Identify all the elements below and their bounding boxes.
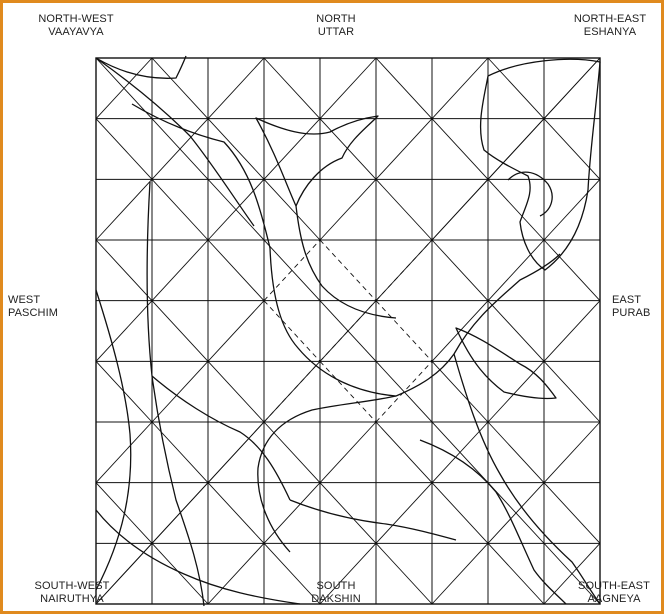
cell-diagonal xyxy=(488,543,544,604)
cell-diagonal xyxy=(152,361,208,422)
label-west-english: WEST xyxy=(8,294,78,307)
mandala-diagonals xyxy=(96,58,600,604)
cell-diagonal xyxy=(376,179,432,240)
cell-diagonal xyxy=(488,422,544,483)
label-north-east-sanskrit: ESHANYA xyxy=(560,26,660,39)
cell-diagonal xyxy=(376,422,432,483)
cell-diagonal xyxy=(152,301,208,362)
cell-diagonal xyxy=(152,179,208,240)
cell-diagonal xyxy=(320,119,376,180)
cell-diagonal xyxy=(544,179,600,240)
cell-diagonal xyxy=(544,483,600,544)
cell-diagonal xyxy=(432,301,488,362)
center-dashed-diagonal xyxy=(264,301,320,362)
label-south-english: SOUTH xyxy=(296,580,376,593)
cell-diagonal xyxy=(152,58,208,119)
label-west-sanskrit: PASCHIM xyxy=(8,307,78,320)
cell-diagonal xyxy=(208,483,264,544)
cell-diagonal xyxy=(376,58,432,119)
label-north: NORTH UTTAR xyxy=(296,13,376,39)
label-north-west: NORTH-WEST VAAYAVYA xyxy=(26,13,126,39)
cell-diagonal xyxy=(544,361,600,422)
cell-diagonal xyxy=(488,240,544,301)
label-east-sanskrit: PURAB xyxy=(612,307,660,320)
cell-diagonal xyxy=(376,543,432,604)
cell-diagonal xyxy=(432,240,488,301)
center-dashed-diagonal xyxy=(376,301,432,362)
label-south-east-english: SOUTH-EAST xyxy=(568,580,660,593)
cell-diagonal xyxy=(264,58,320,119)
cell-diagonal xyxy=(208,58,264,119)
label-north-sanskrit: UTTAR xyxy=(296,26,376,39)
cell-diagonal xyxy=(376,483,432,544)
label-north-west-english: NORTH-WEST xyxy=(26,13,126,26)
cell-diagonal xyxy=(544,422,600,483)
label-south-east-sanskrit: AAGNEYA xyxy=(568,593,660,606)
cell-diagonal xyxy=(488,58,544,119)
label-south: SOUTH DAKSHIN xyxy=(296,580,376,606)
cell-diagonal xyxy=(208,301,264,362)
cell-diagonal xyxy=(432,119,488,180)
figure-waist xyxy=(258,396,396,552)
cell-diagonal xyxy=(208,240,264,301)
cell-diagonal xyxy=(152,240,208,301)
cell-diagonal xyxy=(96,240,152,301)
label-north-east: NORTH-EAST ESHANYA xyxy=(560,13,660,39)
cell-diagonal xyxy=(432,58,488,119)
cell-diagonal xyxy=(96,119,152,180)
cell-diagonal xyxy=(208,119,264,180)
cell-diagonal xyxy=(488,301,544,362)
figure-sole xyxy=(290,500,456,540)
cell-diagonal xyxy=(376,119,432,180)
figure-head-outline xyxy=(481,59,600,270)
cell-diagonal xyxy=(96,301,152,362)
cell-diagonal xyxy=(320,179,376,240)
cell-diagonal xyxy=(432,361,488,422)
label-east: EAST PURAB xyxy=(612,294,660,320)
cell-diagonal xyxy=(544,301,600,362)
cell-diagonal xyxy=(208,543,264,604)
label-south-west-sanskrit: NAIRUTHYA xyxy=(22,593,122,606)
label-south-sanskrit: DAKSHIN xyxy=(296,593,376,606)
label-north-east-english: NORTH-EAST xyxy=(560,13,660,26)
label-east-english: EAST xyxy=(612,294,660,307)
label-west: WEST PASCHIM xyxy=(8,294,78,320)
label-north-west-sanskrit: VAAYAVYA xyxy=(26,26,126,39)
cell-diagonal xyxy=(208,361,264,422)
cell-diagonal xyxy=(96,179,152,240)
cell-diagonal xyxy=(264,483,320,544)
cell-diagonal xyxy=(264,422,320,483)
cell-diagonal xyxy=(320,422,376,483)
label-south-west-english: SOUTH-WEST xyxy=(22,580,122,593)
cell-diagonal xyxy=(264,179,320,240)
cell-diagonal xyxy=(152,543,208,604)
cell-diagonal xyxy=(432,543,488,604)
cell-diagonal xyxy=(320,58,376,119)
figure-left-thigh xyxy=(96,290,131,590)
cell-diagonal xyxy=(488,179,544,240)
cell-diagonal xyxy=(544,240,600,301)
cell-diagonal xyxy=(264,119,320,180)
figure-hand xyxy=(256,116,378,206)
figure-right-hand xyxy=(456,328,556,399)
cell-diagonal xyxy=(432,483,488,544)
figure-chest xyxy=(296,206,396,318)
cell-diagonal xyxy=(488,361,544,422)
figure-lower-leg xyxy=(96,510,300,604)
label-south-east: SOUTH-EAST AAGNEYA xyxy=(568,580,660,606)
label-north-english: NORTH xyxy=(296,13,376,26)
label-south-west: SOUTH-WEST NAIRUTHYA xyxy=(22,580,122,606)
cell-diagonal xyxy=(96,422,152,483)
